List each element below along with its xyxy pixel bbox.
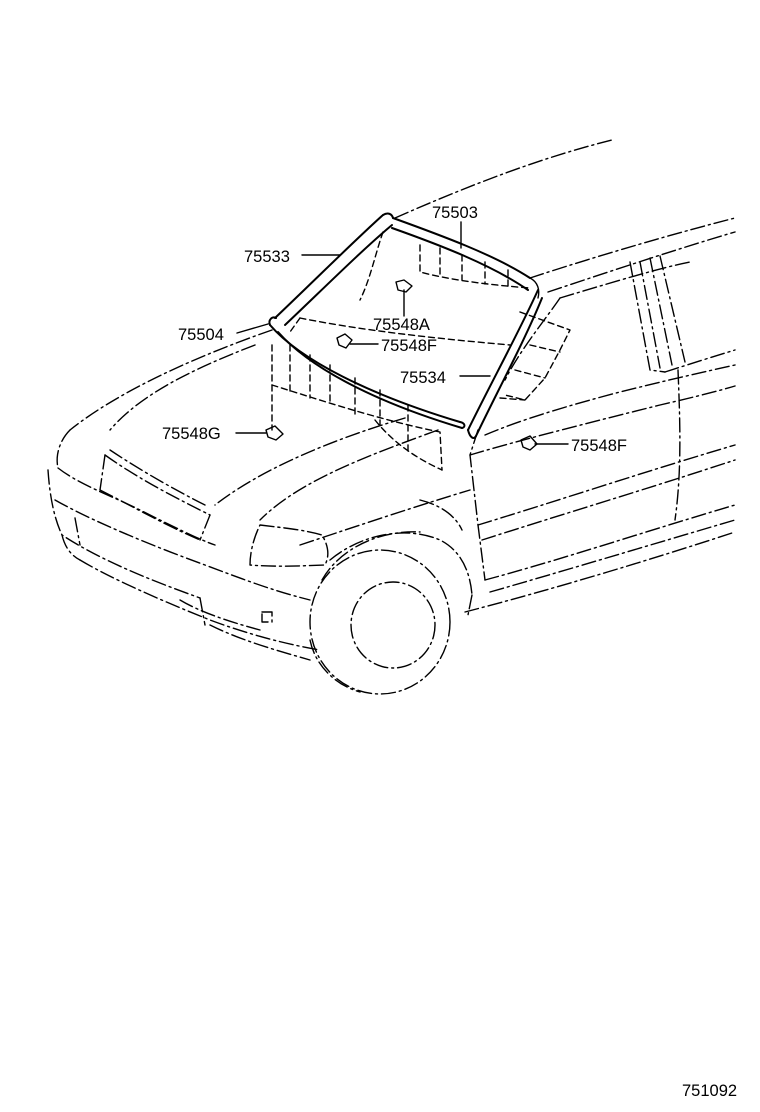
clip-75548g (265, 425, 284, 441)
label-75548f-center: 75548F (381, 337, 437, 355)
clip-75548f-right (520, 435, 538, 451)
label-75548g: 75548G (162, 425, 221, 443)
label-75548a: 75548A (373, 316, 430, 334)
moulding-lower-75504 (268, 316, 466, 429)
label-75533: 75533 (244, 248, 290, 266)
car-body-outline (47, 139, 736, 695)
moulding-roof-75503 (391, 217, 540, 299)
clip-75548a (395, 279, 413, 293)
label-75504: 75504 (178, 326, 224, 344)
moulding-left-pillar-75533 (274, 212, 394, 326)
figure-number: 751092 (682, 1082, 737, 1100)
windshield-glass (271, 231, 571, 471)
label-75503: 75503 (432, 204, 478, 222)
leader-lines (235, 221, 569, 445)
label-75548f-right: 75548F (571, 437, 627, 455)
moulding-right-pillar-75534 (467, 289, 543, 439)
clip-75548f-center (336, 333, 353, 349)
label-75534: 75534 (400, 369, 446, 387)
